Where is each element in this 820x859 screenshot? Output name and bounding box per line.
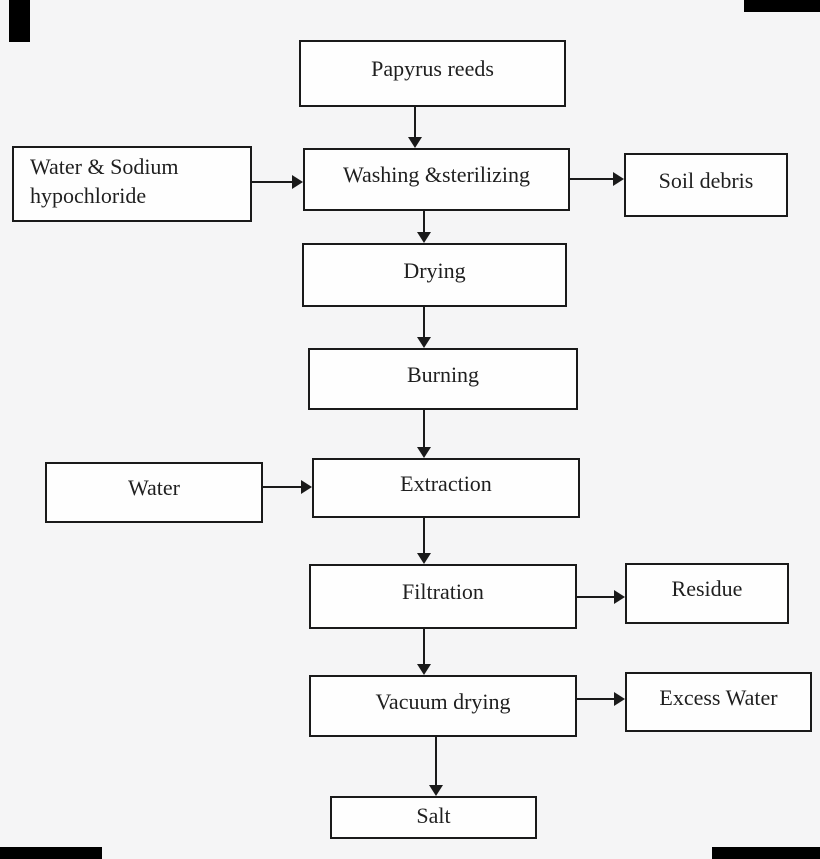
arrow-head-icon — [417, 553, 431, 564]
node-label: Salt — [416, 803, 451, 829]
arrow-head-icon — [614, 692, 625, 706]
node-label: Vacuum drying — [375, 688, 511, 714]
corner-mark-bottom-right — [712, 847, 820, 859]
arrow-line — [577, 596, 614, 598]
node-label: Washing &sterilizing — [342, 162, 531, 188]
node-water-sodium-hypochloride: Water & Sodium hypochloride — [12, 146, 252, 222]
node-label: Residue — [671, 576, 743, 602]
node-burning: Burning — [308, 348, 578, 410]
node-label: Soil debris — [658, 167, 754, 193]
node-soil-debris: Soil debris — [624, 153, 788, 217]
arrow-head-icon — [292, 175, 303, 189]
arrow-line — [577, 698, 614, 700]
node-label: Extraction — [400, 470, 492, 496]
arrow-line — [435, 737, 437, 785]
node-extraction: Extraction — [312, 458, 580, 518]
arrow-line — [263, 486, 301, 488]
arrow-head-icon — [614, 590, 625, 604]
node-label: Drying — [403, 257, 466, 283]
node-label: Water & Sodium hypochloride — [30, 154, 179, 208]
arrow-head-icon — [417, 337, 431, 348]
arrow-head-icon — [417, 447, 431, 458]
arrow-head-icon — [429, 785, 443, 796]
node-excess-water: Excess Water — [625, 672, 812, 732]
node-label: Papyrus reeds — [371, 56, 494, 82]
corner-mark-top-right — [744, 0, 820, 12]
node-label: Burning — [406, 361, 480, 387]
node-label: Water — [128, 475, 180, 501]
arrow-line — [423, 518, 425, 553]
node-salt: Salt — [330, 796, 537, 839]
arrow-line — [414, 107, 416, 137]
arrow-head-icon — [613, 172, 624, 186]
arrow-line — [423, 629, 425, 664]
node-papyrus-reeds: Papyrus reeds — [299, 40, 566, 107]
corner-mark-top-left — [9, 0, 30, 42]
arrow-line — [252, 181, 292, 183]
arrow-line — [570, 178, 613, 180]
node-vacuum-drying: Vacuum drying — [309, 675, 577, 737]
arrow-head-icon — [408, 137, 422, 148]
arrow-head-icon — [417, 664, 431, 675]
node-label: Filtration — [402, 579, 484, 605]
node-residue: Residue — [625, 563, 789, 624]
arrow-line — [423, 410, 425, 447]
corner-mark-bottom-left — [0, 847, 102, 859]
node-water: Water — [45, 462, 263, 523]
arrow-head-icon — [417, 232, 431, 243]
node-filtration: Filtration — [309, 564, 577, 629]
arrow-head-icon — [301, 480, 312, 494]
node-drying: Drying — [302, 243, 567, 307]
node-label: Excess Water — [659, 684, 778, 710]
node-washing-sterilizing: Washing &sterilizing — [303, 148, 570, 211]
arrow-line — [423, 307, 425, 337]
arrow-line — [423, 211, 425, 233]
